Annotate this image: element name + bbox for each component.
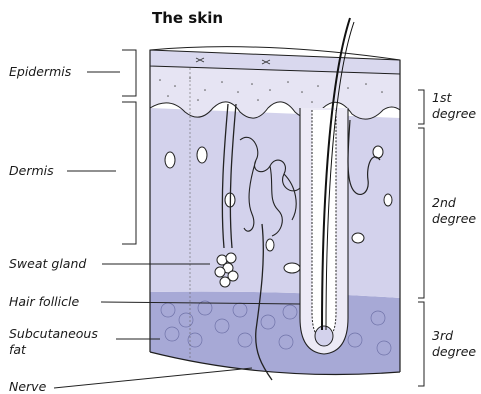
label-3rd-degree: degree [432,344,476,359]
label-sweat-gland: Sweat gland [9,256,86,271]
label-1st: 1st [432,90,452,105]
diagram-title: The skin [152,9,223,27]
burn-degree-brackets [418,90,424,386]
label-1st-degree: degree [432,106,476,121]
label-subcutaneous: Subcutaneous [9,326,98,341]
label-3rd: 3rd [432,328,453,343]
label-epidermis: Epidermis [9,64,72,79]
label-dermis: Dermis [9,163,54,178]
epidermis-layer [150,66,400,119]
label-fat: fat [9,342,27,357]
skin-block [150,18,400,380]
label-2nd: 2nd [432,195,456,210]
label-nerve: Nerve [9,379,47,394]
label-2nd-degree: degree [432,211,476,226]
left-brackets [122,50,136,244]
dermis-layer [150,108,400,298]
label-hair-follicle: Hair follicle [9,294,79,309]
